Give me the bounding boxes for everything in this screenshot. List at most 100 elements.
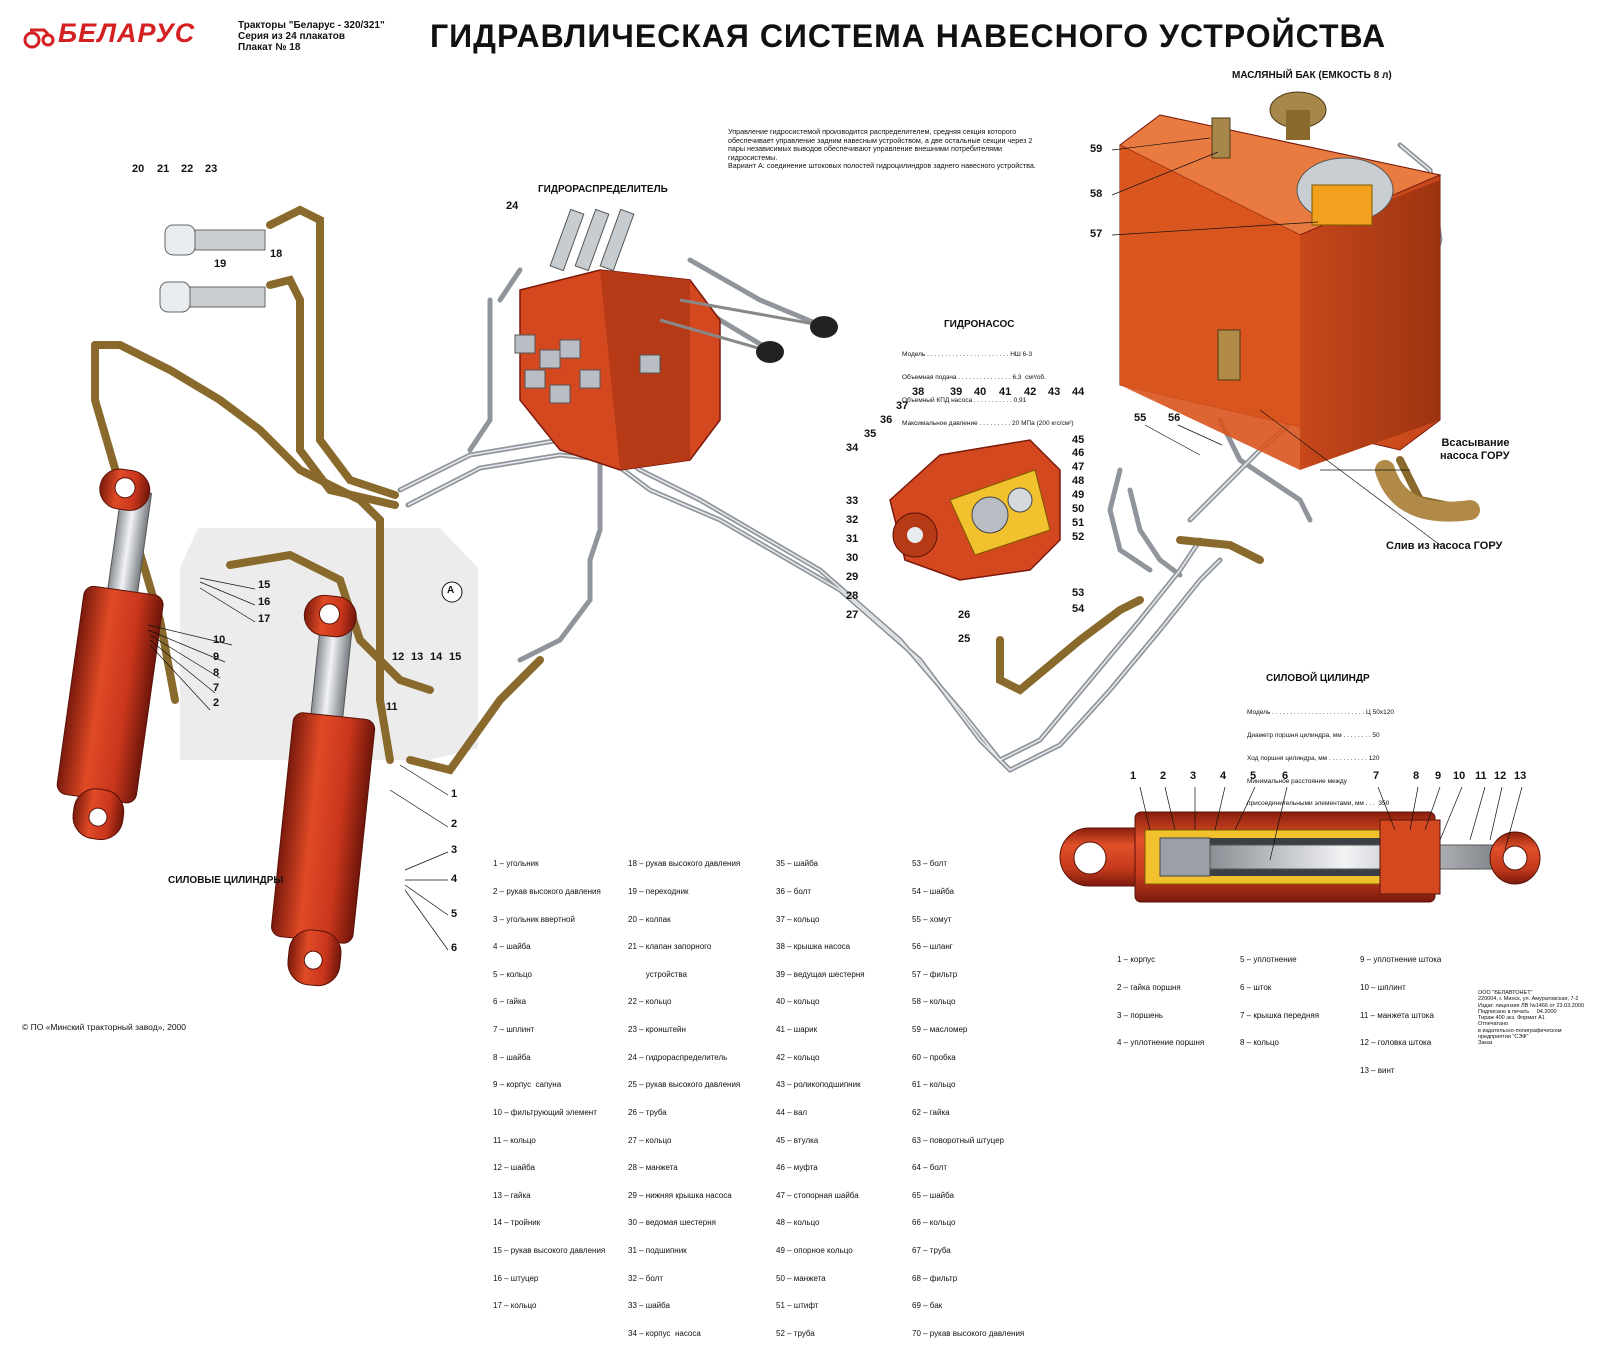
legend-item: 22 – кольцо [628,997,672,1007]
legend-item: 12 – головка штока [1360,1038,1432,1048]
legend-item: 1 – корпус [1117,955,1156,965]
legend-item: 3 – поршень [1117,1010,1164,1020]
suction-note: Всасывание насоса ГОРУ [1440,437,1510,462]
callout-number: 23 [205,163,218,175]
cylinder-specs: Модель . . . . . . . . . . . . . . . . .… [1247,694,1394,816]
callout-number: 7 [213,682,220,694]
leader-lines [147,137,1523,951]
callout-number: 14 [430,651,443,663]
callout-number: 12 [392,651,405,663]
callout-number: 19 [214,258,227,270]
callout-number: 28 [846,590,859,602]
legend-item: 4 – шайба [493,942,531,952]
legend-item: 66 – кольцо [912,1218,956,1228]
legend-item: 23 – кронштейн [628,1025,686,1035]
cyl-legend-column-1: 1 – корпус 2 – гайка поршня 3 – поршень … [1117,937,1204,1057]
cylinder-section-drawing [1059,811,1541,903]
suction-hose [1375,460,1480,522]
legend-item: 12 – шайба [493,1163,535,1173]
spec-line: Объемная подача . . . . . . . . . . . . … [902,373,1046,381]
legend-item: 40 – кольцо [776,997,820,1007]
legend-item: 18 – рукав высокого давления [628,859,741,869]
spec-line: Максимальное давление . . . . . . . . . … [902,419,1074,427]
diagram-drawing [23,28,1541,987]
spec-line: Минимальное расстояние между [1247,777,1347,785]
spec-line: Модель . . . . . . . . . . . . . . . . .… [902,351,1033,359]
legend-item: 70 – рукав высокого давления [912,1328,1025,1338]
legend-item: 30 – ведомая шестерня [628,1218,716,1228]
legend-column-1: 1 – угольник 2 – рукав высокого давления… [493,841,605,1320]
callout-number: 33 [846,495,859,507]
callout-number: 47 [1072,461,1085,473]
legend-item: 31 – подшипник [628,1245,687,1255]
callout-number: 7 [1373,770,1380,782]
legend-item: 7 – шплинт [493,1025,535,1035]
callout-number: 1 [451,788,458,800]
callout-number: 11 [1475,770,1487,782]
legend-item: 55 – хомут [912,914,952,924]
series-line: Серия из 24 плакатов [238,31,345,42]
callout-number: 50 [1072,503,1085,515]
callout-number: 31 [846,533,859,545]
callout-number: 37 [896,400,909,412]
power-cylinders-heading: СИЛОВЫЕ ЦИЛИНДРЫ [168,875,284,886]
legend-item: 57 – фильтр [912,969,958,979]
legend-item: 51 – штифт [776,1301,819,1311]
spec-line: Диаметр поршня цилиндра, мм . . . . . . … [1247,731,1380,739]
system-description: Управление гидросистемой производится ра… [728,127,1036,171]
distributor-drawing [514,208,838,471]
callout-number: 44 [1072,386,1085,398]
callout-number: 41 [999,386,1012,398]
callout-number: 3 [451,844,458,856]
left-cylinder-drawing [56,468,164,841]
callout-number: 15 [449,651,462,663]
series-line: Плакат № 18 [238,42,301,53]
legend-item: 26 – труба [628,1107,667,1117]
variant-a-label: А [447,585,455,596]
legend-item: 44 – вал [776,1107,808,1117]
copyright-footer: © ПО «Минский тракторный завод», 2000 [22,1022,187,1032]
callout-number: 1 [1130,770,1137,782]
legend-item: 27 – кольцо [628,1135,672,1145]
legend-item: 19 – переходник [628,887,689,897]
legend-item: 54 – шайба [912,887,954,897]
legend-item: 36 – болт [776,887,811,897]
callout-number: 32 [846,514,859,526]
legend-item: 3 – угольник ввертной [493,914,575,924]
legend-item: 4 – уплотнение поршня [1117,1038,1205,1048]
callout-number: 4 [451,873,458,885]
brand-name: БЕЛАРУС [58,18,196,48]
pump-specs: Модель . . . . . . . . . . . . . . . . .… [902,336,1074,435]
callout-number: 12 [1494,770,1507,782]
callout-number: 58 [1090,188,1103,200]
power-cylinder-heading: СИЛОВОЙ ЦИЛИНДР [1266,673,1370,684]
legend-item: 68 – фильтр [912,1273,958,1283]
legend-item: 6 – шток [1240,983,1272,993]
legend-item: 2 – гайка поршня [1117,983,1181,993]
callout-number: 51 [1072,517,1085,529]
callout-number: 5 [451,908,458,920]
callout-number: 9 [1435,770,1442,782]
callout-number: 10 [1453,770,1466,782]
legend-item: 69 – бак [912,1301,943,1311]
cyl-legend-column-2: 5 – уплотнение 6 – шток 7 – крышка перед… [1240,937,1319,1057]
legend-item: 16 – штуцер [493,1273,539,1283]
tractor-logo-icon [23,28,55,49]
legend-item: 2 – рукав высокого давления [493,887,601,897]
callout-number: 49 [1072,489,1085,501]
callout-number: 6 [451,942,458,954]
tank-heading: МАСЛЯНЫЙ БАК (ЕМКОСТЬ 8 л) [1232,70,1392,81]
legend-item: 60 – пробка [912,1052,956,1062]
legend-item: 48 – кольцо [776,1218,820,1228]
legend-item: 8 – шайба [493,1052,531,1062]
callout-number: 24 [506,200,519,212]
legend-item: устройства [628,969,687,979]
legend-item: 33 – шайба [628,1301,670,1311]
callout-number: 16 [258,596,271,608]
callout-number: 38 [912,386,925,398]
legend-item: 20 – колпак [628,914,671,924]
legend-item: 32 – болт [628,1273,663,1283]
legend-item: 58 – кольцо [912,997,956,1007]
callout-number: 48 [1072,475,1085,487]
pump-heading: ГИДРОНАСОС [944,319,1015,330]
